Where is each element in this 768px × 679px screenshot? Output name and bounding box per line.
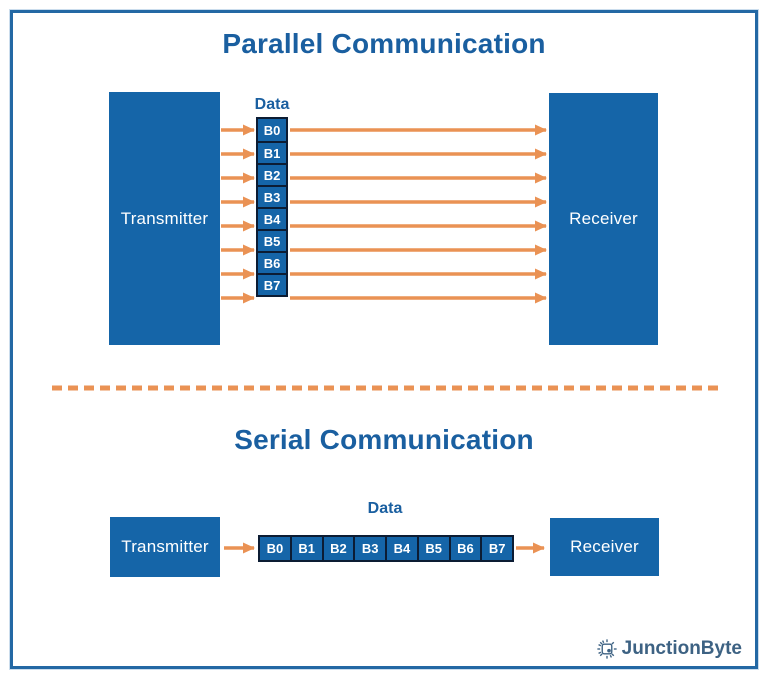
bit-cell: B7 bbox=[480, 537, 512, 560]
parallel-section-title: Parallel Communication bbox=[222, 28, 546, 59]
serial-data-label: Data bbox=[367, 500, 403, 517]
junctionbyte-chip-icon bbox=[597, 639, 617, 659]
brand-name: JunctionByte bbox=[621, 638, 742, 659]
bit-cell: B1 bbox=[258, 141, 286, 163]
serial-bit-row: B0 B1 B2 B3 B4 B5 B6 B7 bbox=[258, 535, 514, 562]
serial-section-title: Serial Communication bbox=[234, 424, 534, 455]
parallel-transmitter-box: Transmitter bbox=[109, 92, 220, 345]
bit-cell: B1 bbox=[289, 537, 322, 560]
serial-transmitter-box: Transmitter bbox=[110, 517, 220, 577]
bit-cell: B3 bbox=[353, 537, 385, 560]
serial-receiver-box: Receiver bbox=[550, 518, 659, 576]
bit-cell: B4 bbox=[385, 537, 417, 560]
bit-cell: B5 bbox=[258, 229, 286, 251]
serial-transmitter-label: Transmitter bbox=[121, 537, 209, 556]
bit-cell: B4 bbox=[258, 207, 286, 229]
parallel-data-label: Data bbox=[254, 96, 290, 113]
outer-border bbox=[10, 10, 758, 669]
parallel-receiver-box: Receiver bbox=[549, 93, 658, 345]
bit-cell: B6 bbox=[448, 537, 481, 560]
brand-logo: JunctionByte bbox=[596, 638, 742, 660]
parallel-bit-column: B0 B1 B2 B3 B4 B5 B6 B7 bbox=[256, 117, 288, 297]
bit-cell: B2 bbox=[321, 537, 354, 560]
serial-receiver-label: Receiver bbox=[570, 537, 639, 556]
parallel-transmitter-label: Transmitter bbox=[120, 208, 209, 228]
parallel-receiver-label: Receiver bbox=[569, 209, 638, 228]
bit-cell: B3 bbox=[258, 185, 286, 207]
bit-cell: B7 bbox=[258, 273, 286, 295]
bit-cell: B0 bbox=[258, 119, 286, 141]
bit-cell: B2 bbox=[258, 163, 286, 185]
bit-cell: B6 bbox=[258, 251, 286, 273]
bit-cell: B5 bbox=[416, 537, 449, 560]
bit-cell: B0 bbox=[260, 537, 290, 560]
